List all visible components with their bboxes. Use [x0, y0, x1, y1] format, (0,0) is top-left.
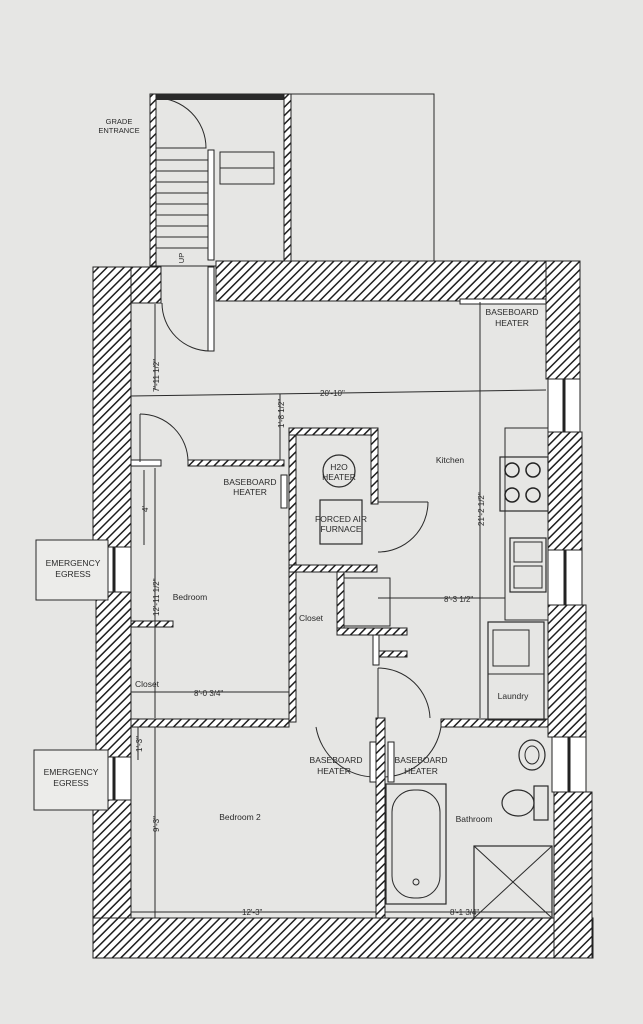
kitchen-sink	[509, 537, 547, 593]
dim-door-offset: 4'	[141, 506, 150, 512]
wall-bath-top	[440, 718, 549, 728]
label-baseboard-heater-kitchen-line1: BASEBOARD	[486, 307, 539, 317]
baseboard-heater-unit-kitchen	[459, 298, 547, 305]
label-emergency-egress-bottom-line1: EMERGENCY	[44, 767, 99, 777]
mech-wall-right	[370, 427, 379, 505]
label-grade-entrance-line1: GRADE	[106, 117, 133, 126]
mech-wall-top	[288, 427, 378, 436]
label-forced-air-line1: FORCED AIR	[315, 514, 367, 524]
kitchen-counter	[504, 427, 549, 621]
dim-hall-gap: 1'-8 1/2"	[277, 399, 286, 428]
stair-wall-right	[283, 93, 292, 267]
label-emergency-egress-top-line2: EGRESS	[55, 569, 91, 579]
label-baseboard-heater-bedroom-line2: HEATER	[233, 487, 267, 497]
mech-wall-left	[288, 429, 297, 723]
mech-door-swing	[377, 501, 429, 553]
label-baseboard-heater-hall-right-line2: HEATER	[404, 766, 438, 776]
interior-walls	[130, 298, 549, 919]
hall-door-swing	[377, 667, 431, 719]
stair-wall-left	[149, 93, 157, 267]
wall-bedroom-divider	[130, 718, 290, 728]
label-h2o-heater-line2: HEATER	[322, 472, 356, 482]
laundry-stack	[487, 621, 545, 721]
label-up: UP	[177, 253, 186, 263]
dim-overall-width: 20'-10"	[320, 389, 345, 398]
label-forced-air-line2: FURNACE	[320, 524, 361, 534]
entrance-door-swing	[155, 97, 207, 149]
dim-kitchen-width: 8'-3 1/2"	[444, 595, 473, 604]
dim-bathroom-width: 8'-1 3/4"	[450, 908, 479, 917]
closet-wall-bottom	[336, 627, 408, 636]
baseboard-heater-unit-left	[369, 741, 377, 783]
wall-bath-left	[375, 717, 386, 919]
window-left-1	[107, 546, 132, 593]
label-emergency-egress-bottom-line2: EGRESS	[53, 778, 89, 788]
wall-left-upper	[92, 266, 132, 548]
wall-left-mid	[95, 591, 132, 758]
label-laundry: Laundry	[498, 691, 529, 701]
label-baseboard-heater-hall-left-line2: HEATER	[317, 766, 351, 776]
fixtures	[319, 427, 553, 919]
wall-bottom	[92, 917, 594, 959]
forced-air-furnace-unit	[319, 499, 363, 545]
toilet-bowl	[501, 789, 535, 817]
stair-wall-top	[150, 94, 288, 100]
emergency-egress-well-bottom	[33, 749, 109, 811]
label-closet-center: Closet	[299, 613, 324, 623]
room-labels: GRADE ENTRANCE UP EMERGENCY EGRESS EMERG…	[44, 117, 539, 824]
emergency-egress-well-top	[35, 539, 109, 601]
label-closet-bedroom: Closet	[135, 679, 160, 689]
bedroom-door-swing	[139, 413, 189, 463]
closet-wall-left	[336, 571, 345, 635]
dim-bedroom-depth: 12'-11 1/2"	[152, 578, 161, 616]
window-left-2	[107, 756, 132, 801]
label-grade-entrance-line2: ENTRANCE	[98, 126, 139, 135]
dim-entry-depth: 7'-11 1/2"	[152, 359, 161, 392]
h2o-heater-tank	[322, 454, 356, 488]
exterior-walls	[92, 260, 594, 959]
label-bedroom-2: Bedroom 2	[219, 812, 261, 822]
label-h2o-heater-line1: H2O	[330, 462, 348, 472]
label-kitchen: Kitchen	[436, 455, 465, 465]
label-baseboard-heater-hall-left-line1: BASEBOARD	[310, 755, 363, 765]
grade-entrance-block	[149, 93, 435, 267]
label-baseboard-heater-kitchen-line2: HEATER	[495, 318, 529, 328]
wall-right-mid2	[547, 604, 587, 738]
dim-bedroom2-width: 12'-3"	[242, 908, 263, 917]
label-bedroom: Bedroom	[173, 592, 208, 602]
dim-wall-small: 1'-3"	[135, 736, 144, 752]
wall-right-mid	[547, 431, 583, 551]
label-baseboard-heater-hall-right-line1: BASEBOARD	[395, 755, 448, 765]
dim-bedroom2-depth: 9'-3"	[152, 816, 161, 832]
shower-stall	[473, 845, 553, 919]
wall-right-upper	[545, 260, 581, 380]
label-baseboard-heater-bedroom-line1: BASEBOARD	[224, 477, 277, 487]
range-stove	[499, 456, 549, 512]
dimension-lines	[130, 302, 552, 918]
bathtub	[385, 783, 447, 905]
entry-door-swing	[161, 302, 211, 352]
baseboard-heater-unit-bedroom	[280, 474, 288, 509]
mech-wall-bottom	[288, 564, 378, 573]
label-emergency-egress-top-line1: EMERGENCY	[46, 558, 101, 568]
baseboard-heater-unit-right	[387, 741, 395, 783]
label-bathroom: Bathroom	[456, 814, 493, 824]
wall-top-right	[215, 260, 581, 302]
bath-sink	[518, 739, 546, 771]
dimension-labels: 20'-10" 7'-11 1/2" 1'-8 1/2" 21'-2 1/2" …	[135, 359, 486, 917]
stair-treads	[156, 159, 208, 249]
stair-inner-wall	[207, 149, 215, 261]
wall-right-lower	[553, 791, 593, 959]
entry-door-jamb	[207, 266, 215, 352]
dim-bedroom-width: 8'-0 3/4"	[194, 689, 223, 698]
dim-kitchen-depth: 21'-2 1/2"	[477, 492, 486, 526]
